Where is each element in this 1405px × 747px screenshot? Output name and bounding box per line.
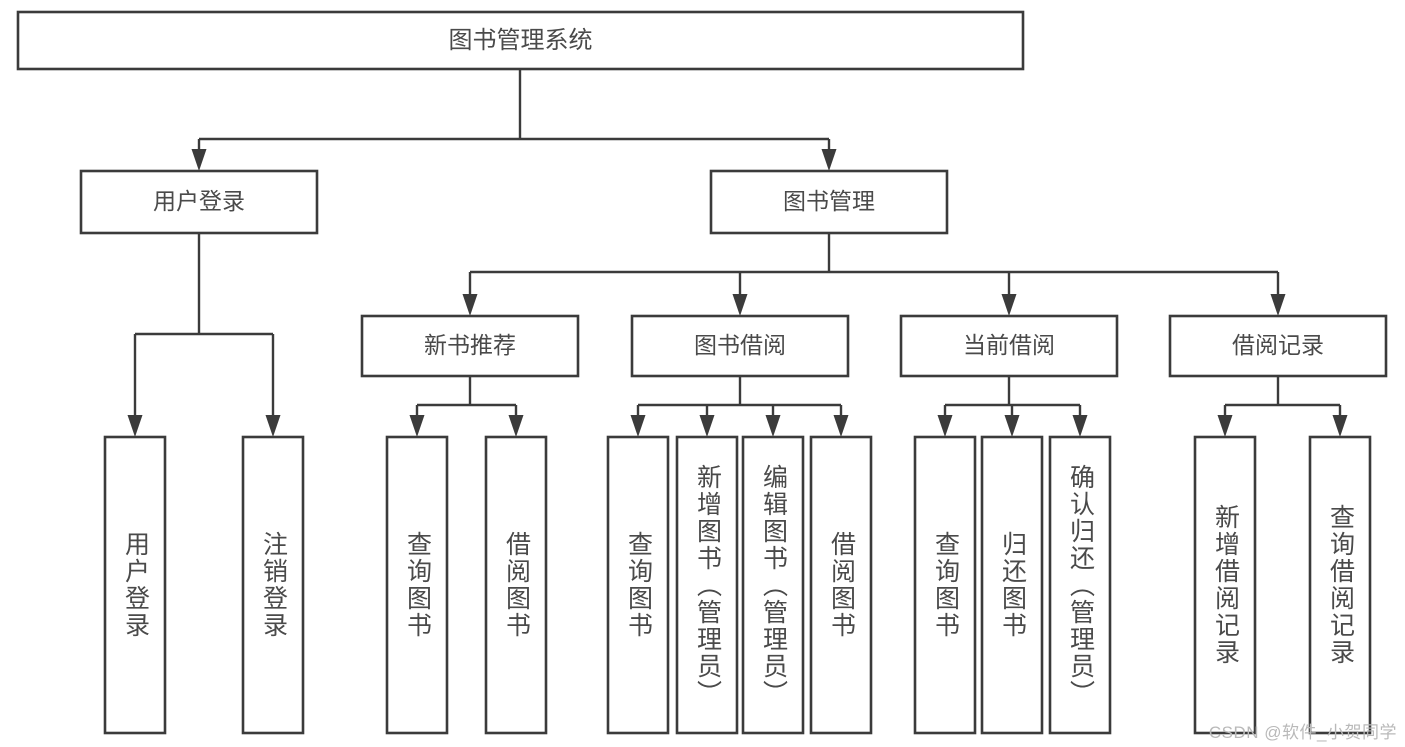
leaf-leaf-borrow-book-rec-box[interactable]	[484, 435, 548, 735]
arrow-head-icon	[630, 415, 646, 437]
arrow-head-icon	[191, 149, 207, 171]
arrow-head-icon	[1217, 415, 1233, 437]
arrow-head-icon	[937, 415, 953, 437]
root-node-label: 图书管理系统	[449, 27, 593, 54]
node-borrow-record-box[interactable]	[1168, 314, 1388, 378]
arrow-head-icon	[409, 415, 425, 437]
leaf-leaf-query-borrow-record-box[interactable]	[1308, 435, 1372, 735]
arrow-head-icon	[127, 415, 143, 437]
connector-bookborrow-to-leaves	[630, 376, 849, 437]
leaf-leaf-user-login-box[interactable]	[103, 435, 167, 735]
node-current-borrow-label: 当前借阅	[963, 332, 1055, 358]
connectors-layer	[127, 69, 1348, 437]
arrow-head-icon	[833, 415, 849, 437]
leaf-leaf-add-book-admin-box[interactable]	[675, 435, 739, 735]
connector-borrowrecord-to-leaves	[1217, 376, 1348, 437]
arrow-head-icon	[265, 415, 281, 437]
arrow-head-icon	[1001, 294, 1017, 316]
leaf-leaf-query-book-borrow-box[interactable]	[606, 435, 670, 735]
arrow-head-icon	[1332, 415, 1348, 437]
leaf-leaf-edit-book-admin-box[interactable]	[741, 435, 805, 735]
arrow-head-icon	[508, 415, 524, 437]
arrow-head-icon	[1270, 294, 1286, 316]
leaf-leaf-confirm-return-admin-box[interactable]	[1048, 435, 1112, 735]
arrow-head-icon	[1004, 415, 1020, 437]
arrow-head-icon	[732, 294, 748, 316]
node-current-borrow-box[interactable]	[899, 314, 1119, 378]
connector-newbook-to-leaves	[409, 376, 524, 437]
node-book-borrow-label: 图书借阅	[694, 332, 786, 358]
arrow-head-icon	[1072, 415, 1088, 437]
connector-bookmanage-to-level3	[462, 233, 1286, 316]
arrow-head-icon	[765, 415, 781, 437]
arrow-head-icon	[699, 415, 715, 437]
connector-root-to-level2	[191, 69, 837, 171]
node-new-book-recommend-label: 新书推荐	[424, 332, 516, 358]
leaf-leaf-query-book-current-box[interactable]	[913, 435, 977, 735]
leaf-leaf-add-borrow-record-box[interactable]	[1193, 435, 1257, 735]
connector-currentborrow-to-leaves	[937, 376, 1088, 437]
node-user-login-label: 用户登录	[153, 188, 245, 214]
root-node-box[interactable]	[16, 10, 1025, 71]
leaf-leaf-logout-login-box[interactable]	[241, 435, 305, 735]
node-borrow-record-label: 借阅记录	[1232, 332, 1324, 358]
arrow-head-icon	[462, 294, 478, 316]
watermark: CSDN @软件_小贺同学	[1208, 723, 1397, 742]
leaf-leaf-query-book-rec-box[interactable]	[385, 435, 449, 735]
node-user-login-box[interactable]	[79, 169, 319, 235]
node-book-manage-label: 图书管理	[783, 188, 875, 214]
leaf-leaf-borrow-book-box[interactable]	[809, 435, 873, 735]
arrow-head-icon	[821, 149, 837, 171]
boxes-layer	[16, 10, 1388, 735]
leaf-leaf-return-book-box[interactable]	[980, 435, 1044, 735]
node-book-borrow-box[interactable]	[630, 314, 850, 378]
node-book-manage-box[interactable]	[709, 169, 949, 235]
connector-userlogin-to-leaves	[127, 233, 281, 437]
node-new-book-recommend-box[interactable]	[360, 314, 580, 378]
